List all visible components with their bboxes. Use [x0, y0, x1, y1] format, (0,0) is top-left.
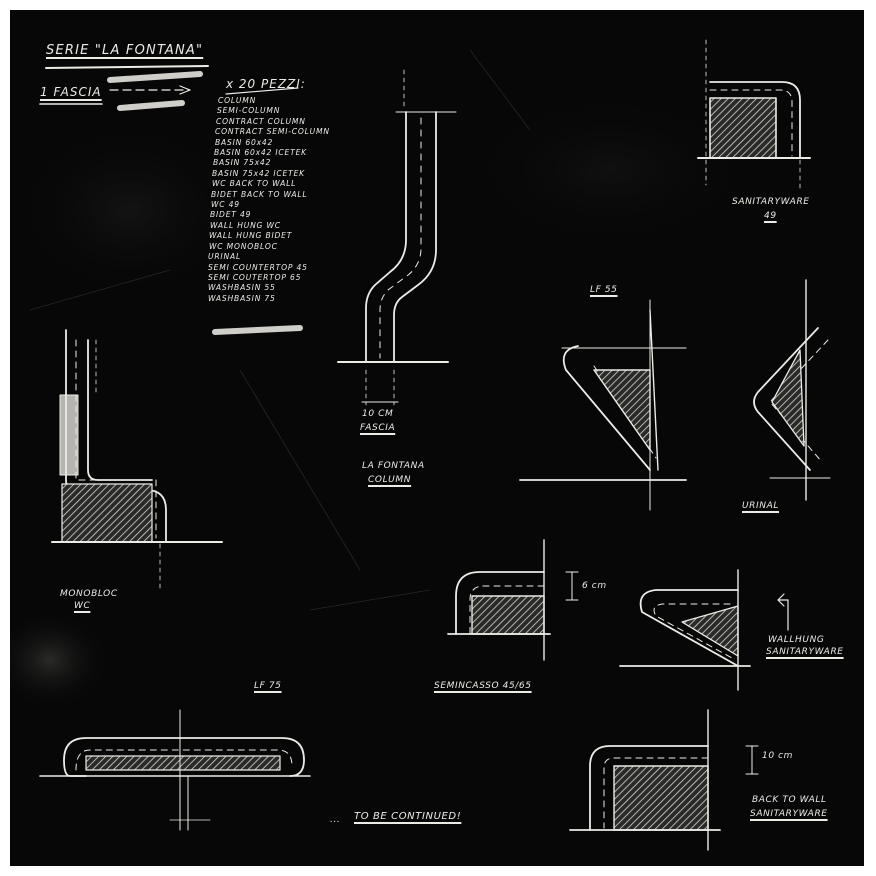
list-item: BASIN 60x42 ICETEK	[214, 148, 307, 158]
back-to-wall-label: BACK TO WALL	[752, 795, 827, 805]
sketch-drawings	[10, 39, 831, 851]
fascia-label: FASCIA	[360, 423, 396, 433]
six-cm-dimension: 6 cm	[582, 581, 607, 591]
list-item: WALL HUNG BIDET	[209, 231, 293, 241]
list-item: BIDET BACK TO WALL	[211, 189, 308, 199]
wc-label: WC	[74, 601, 91, 611]
continued-ellipsis: ...	[330, 815, 341, 825]
list-item: BIDET 49	[210, 210, 252, 220]
sanitaryware-49-number: 49	[764, 211, 777, 221]
list-item: COLUMN	[218, 96, 257, 105]
monobloc-label: MONOBLOC	[60, 589, 118, 599]
list-item: SEMI-COLUMN	[217, 106, 281, 116]
list-item: SEMI COUNTERTOP 45	[208, 262, 308, 272]
chalkboard: SERIE "LA FONTANA" 1 FASCIA x 20 PEZZI: …	[10, 10, 864, 866]
list-item: WASHBASIN 75	[208, 293, 276, 303]
urinal-label: URINAL	[742, 501, 779, 511]
sanitaryware-49-label: SANITARYWARE	[732, 197, 810, 207]
pieces-list: COLUMN SEMI-COLUMN CONTRACT COLUMN CONTR…	[208, 96, 330, 304]
fascia-dimension: 10 CM	[362, 409, 394, 419]
list-item: WALL HUNG WC	[210, 220, 281, 230]
list-item: BASIN 60x42	[215, 137, 274, 147]
fascia-subtitle: 1 FASCIA	[40, 85, 102, 99]
pieces-heading: x 20 PEZZI:	[226, 77, 306, 91]
lf75-label: LF 75	[254, 681, 282, 691]
list-item: WASHBASIN 55	[208, 283, 276, 293]
series-title: SERIE "LA FONTANA"	[46, 43, 204, 58]
column-label: COLUMN	[368, 475, 412, 485]
lf55-label: LF 55	[590, 285, 618, 295]
list-item: WC BACK TO WALL	[212, 179, 297, 189]
wallhung-sanitaryware-label: SANITARYWARE	[766, 647, 844, 657]
list-item: BASIN 75x42 ICETEK	[212, 168, 305, 178]
continued-label: TO BE CONTINUED!	[354, 811, 462, 822]
semincasso-label: SEMINCASSO 45/65	[434, 681, 532, 691]
wallhung-label: WALLHUNG	[768, 635, 825, 645]
ten-cm-dimension: 10 cm	[762, 751, 794, 761]
list-item: URINAL	[208, 252, 241, 262]
list-item: WC MONOBLOC	[209, 241, 278, 251]
back-to-wall-sanitaryware-label: SANITARYWARE	[750, 809, 828, 819]
list-item: WC 49	[211, 200, 240, 210]
list-item: SEMI COUTERTOP 65	[208, 272, 302, 282]
la-fontana-label: LA FONTANA	[362, 461, 425, 471]
list-item: BASIN 75x42	[213, 158, 272, 168]
list-item: CONTRACT SEMI-COLUMN	[215, 127, 330, 137]
list-item: CONTRACT COLUMN	[216, 116, 306, 126]
